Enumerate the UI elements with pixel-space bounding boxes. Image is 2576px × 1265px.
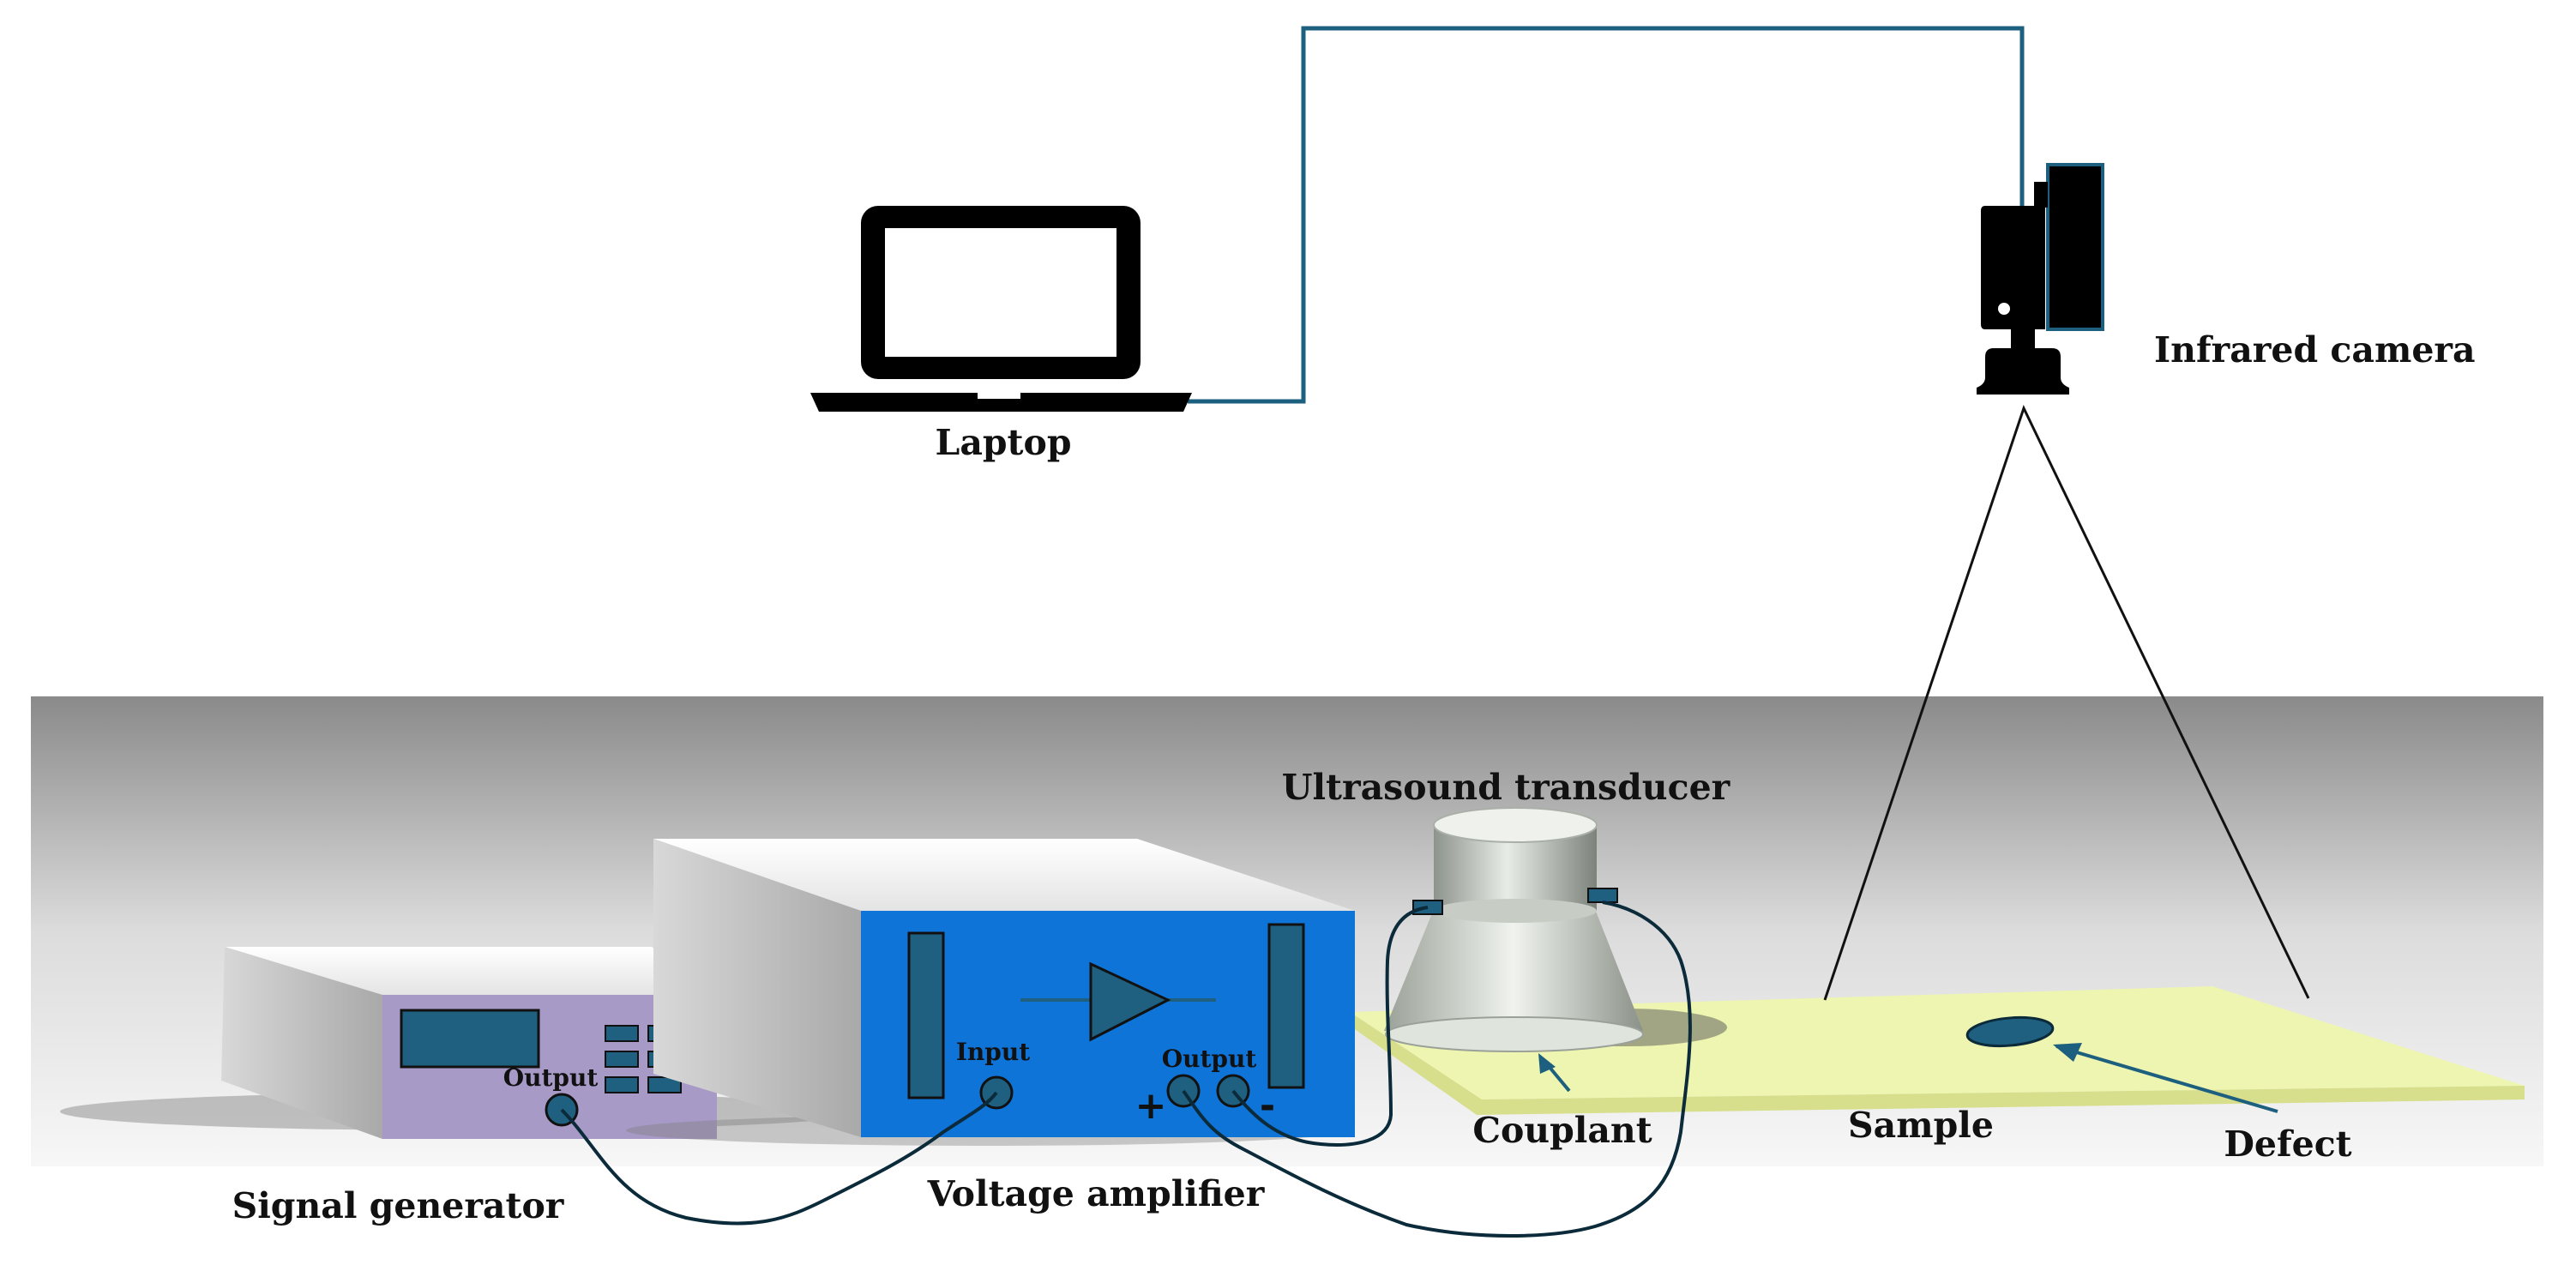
laptop-label: Laptop [935, 422, 1071, 463]
camera-field-of-view [1823, 405, 2310, 1001]
plus-sign: + [1135, 1084, 1167, 1128]
generator-output-label: Output [503, 1063, 599, 1092]
amplifier-output-label: Output [1162, 1045, 1257, 1073]
signal-generator [60, 947, 866, 1139]
defect-arrow [2055, 1045, 2278, 1113]
voltage-amplifier [626, 839, 1355, 1146]
infrared-camera-icon [1977, 163, 2104, 395]
laptop-icon [810, 206, 1192, 412]
defect-marker [1965, 1015, 2055, 1048]
ultrasound-transducer-label: Ultrasound transducer [1282, 767, 1731, 808]
amplifier-input-label: Input [956, 1038, 1030, 1066]
transducer-right-terminal [1587, 888, 1618, 903]
couplant-label: Couplant [1472, 1110, 1652, 1151]
laptop-camera-cable [1188, 26, 2025, 404]
ultrasound-transducer [1384, 807, 1727, 1052]
voltage-amplifier-label: Voltage amplifier [927, 1173, 1266, 1214]
amplifier-triangle-icon [1089, 961, 1171, 1042]
signal-cables [560, 901, 1692, 1238]
minus-sign: - [1260, 1084, 1275, 1128]
sample-label: Sample [1848, 1105, 1994, 1146]
signal-generator-label: Signal generator [232, 1185, 565, 1226]
defect-label: Defect [2224, 1123, 2351, 1165]
infrared-camera-label: Infrared camera [2154, 329, 2476, 370]
